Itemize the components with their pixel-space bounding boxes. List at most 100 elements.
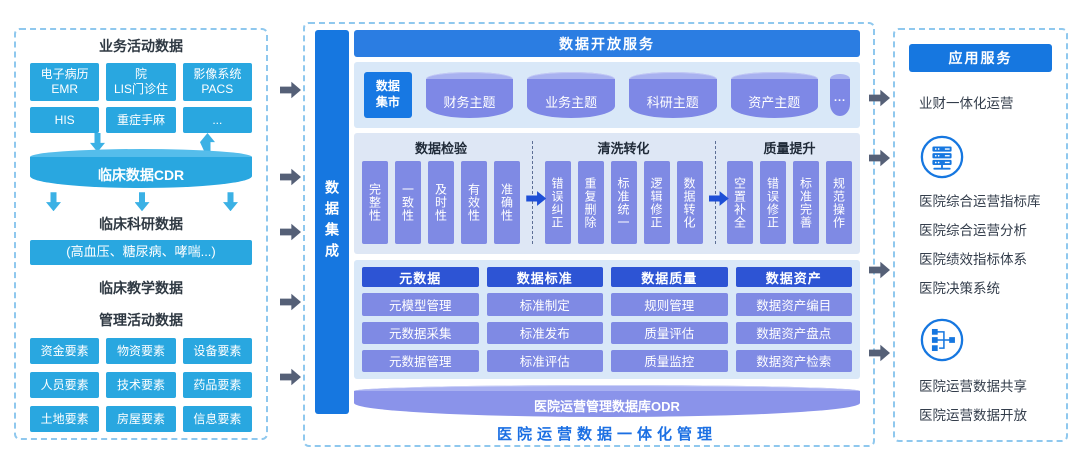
quality-items: 空置补全 错误修正 标准完善 规范操作 (727, 161, 852, 244)
governance-col-quality: 数据质量 规则管理 质量评估 质量监控 (611, 267, 728, 373)
application-service-header: 应用服务 (909, 44, 1052, 72)
system-node-more: ... (182, 107, 252, 133)
theme-label: 财务主题 (425, 79, 514, 118)
quality-items: 完整性 一致性 及时性 有效性 准确性 (362, 161, 520, 244)
arrow-down-icon (46, 192, 61, 212)
clinical-systems-grid: 电子病历 EMR 院 LIS门诊住 影像系统 PACS HIS 重症手麻 ... (30, 63, 252, 133)
governance-item: 数据资产检索 (735, 349, 852, 373)
quality-item: 错误修正 (760, 161, 786, 244)
quality-items: 错误纠正 重复删除 标准统一 逻辑修正 数据转化 (544, 161, 703, 244)
section-divider (703, 139, 729, 246)
quality-item: 准确性 (494, 161, 520, 244)
platform-content: 数据开放服务 数据 集市 财务主题 业务主题 科研主题 资产主题 (354, 30, 860, 444)
odr-database-cylinder: 医院运营管理数据库ODR (354, 385, 860, 417)
theme-label: 资产主题 (730, 79, 819, 118)
research-diseases-box: (高血压、糖尿病、哮喘...) (30, 240, 252, 265)
data-mart-row: 数据 集市 财务主题 业务主题 科研主题 资产主题 (354, 62, 860, 128)
theme-cylinder-research: 科研主题 (628, 72, 717, 118)
element-node-land: 土地要素 (30, 406, 100, 432)
quality-item: 数据转化 (676, 161, 703, 244)
odr-label: 医院运营管理数据库ODR (354, 391, 860, 417)
governance-col-standard: 数据标准 标准制定 标准发布 标准评估 (486, 267, 603, 373)
source-data-panel: 业务活动数据 电子病历 EMR 院 LIS门诊住 影像系统 PACS HIS 重… (14, 28, 268, 440)
app-item-data-opening: 医院运营数据开放 (919, 408, 1027, 423)
quality-group-clean: 清洗转化 错误纠正 重复删除 标准统一 逻辑修正 数据转化 (544, 139, 703, 246)
element-node-materials: 物资要素 (106, 338, 176, 364)
flow-arrow-icon (280, 81, 301, 99)
process-arrow-icon (708, 191, 729, 206)
quality-item: 标准统一 (610, 161, 637, 244)
governance-item: 元模型管理 (362, 293, 479, 316)
element-node-personnel: 人员要素 (30, 372, 100, 398)
governance-item: 标准制定 (486, 293, 603, 316)
quality-group-title: 质量提升 (763, 141, 816, 156)
element-node-drugs: 药品要素 (182, 372, 252, 398)
app-item-decision-system: 医院决策系统 (919, 281, 1000, 296)
governance-header: 元数据 (362, 267, 479, 288)
quality-item: 一致性 (395, 161, 421, 244)
system-node-his: HIS (30, 107, 100, 133)
system-node-icu: 重症手麻 (106, 107, 176, 133)
quality-item: 及时性 (428, 161, 454, 244)
app-item-data-sharing: 医院运营数据共享 (919, 379, 1027, 394)
governance-col-asset: 数据资产 数据资产编目 数据资产盘点 数据资产检索 (735, 267, 852, 373)
business-activity-data-title: 业务活动数据 (99, 38, 183, 54)
theme-cylinder-assets: 资产主题 (730, 72, 819, 118)
app-item-performance-system: 医院绩效指标体系 (919, 252, 1027, 267)
data-open-service-header: 数据开放服务 (354, 30, 860, 57)
theme-label: 科研主题 (628, 79, 717, 118)
element-node-funds: 资金要素 (30, 338, 100, 364)
section-divider (520, 139, 547, 246)
quality-group-improve: 质量提升 空置补全 错误修正 标准完善 规范操作 (727, 139, 852, 246)
cdr-output-arrows (30, 192, 252, 212)
data-quality-process-row: 数据检验 完整性 一致性 及时性 有效性 准确性 清洗转化 错误纠正 (354, 133, 860, 254)
quality-item: 标准完善 (793, 161, 819, 244)
theme-cylinder-business: 业务主题 (527, 72, 615, 118)
element-node-buildings: 房屋要素 (106, 406, 176, 432)
element-node-equipment: 设备要素 (182, 338, 252, 364)
app-item-indicator-library: 医院综合运营指标库 (919, 194, 1041, 209)
governance-item: 质量评估 (611, 321, 728, 344)
system-node-lis: 院 LIS门诊住 (106, 63, 176, 101)
quality-item: 规范操作 (826, 161, 852, 244)
sitemap-icon (919, 317, 965, 363)
governance-item: 规则管理 (611, 293, 728, 316)
flow-arrow-icon (280, 168, 301, 186)
theme-cylinder-finance: 财务主题 (425, 72, 514, 118)
quality-item: 空置补全 (727, 161, 753, 244)
data-integration-bar: 数据集成 (315, 30, 349, 414)
governance-col-metadata: 元数据 元模型管理 元数据采集 元数据管理 (362, 267, 479, 373)
quality-item: 有效性 (461, 161, 487, 244)
quality-item: 重复删除 (577, 161, 604, 244)
governance-item: 数据资产编目 (735, 293, 852, 316)
clinical-research-data-title: 临床科研数据 (99, 216, 183, 233)
app-item-operation-analysis: 医院综合运营分析 (919, 223, 1027, 238)
server-icon (919, 134, 965, 180)
quality-group-check: 数据检验 完整性 一致性 及时性 有效性 准确性 (362, 139, 520, 246)
flow-arrow-icon (280, 368, 301, 386)
governance-header: 数据标准 (486, 267, 603, 288)
flow-arrow-icon (280, 293, 301, 311)
clinical-teaching-data-title: 临床教学数据 (99, 280, 183, 296)
platform-caption: 医院运营数据一体化管理 (496, 426, 717, 443)
governance-item: 标准发布 (486, 321, 603, 344)
system-node-pacs: 影像系统 PACS (182, 63, 252, 101)
governance-item: 元数据管理 (362, 349, 479, 373)
management-elements-grid: 资金要素 物资要素 设备要素 人员要素 技术要素 药品要素 土地要素 房屋要素 … (30, 338, 252, 432)
application-service-panel: 应用服务 业财一体化运营 医院综合运营指标库 医院综合运营分析 医院绩效指标体系… (893, 28, 1068, 442)
system-to-cdr-arrows (30, 133, 252, 152)
cdr-label: 临床数据CDR (30, 156, 252, 189)
quality-group-title: 清洗转化 (597, 141, 650, 156)
governance-header: 数据资产 (735, 267, 852, 288)
governance-item: 标准评估 (486, 349, 603, 373)
cdr-database-cylinder: 临床数据CDR (30, 148, 252, 189)
theme-cylinder-more: ... (830, 74, 850, 116)
element-node-information: 信息要素 (182, 406, 252, 432)
data-platform-panel: 数据集成 数据开放服务 数据 集市 财务主题 业务主题 科研主题 (303, 22, 875, 447)
process-arrow-icon (526, 191, 547, 206)
theme-label: 业务主题 (527, 79, 615, 118)
element-node-technology: 技术要素 (106, 372, 176, 398)
quality-item: 错误纠正 (544, 161, 571, 244)
quality-group-title: 数据检验 (414, 141, 467, 156)
